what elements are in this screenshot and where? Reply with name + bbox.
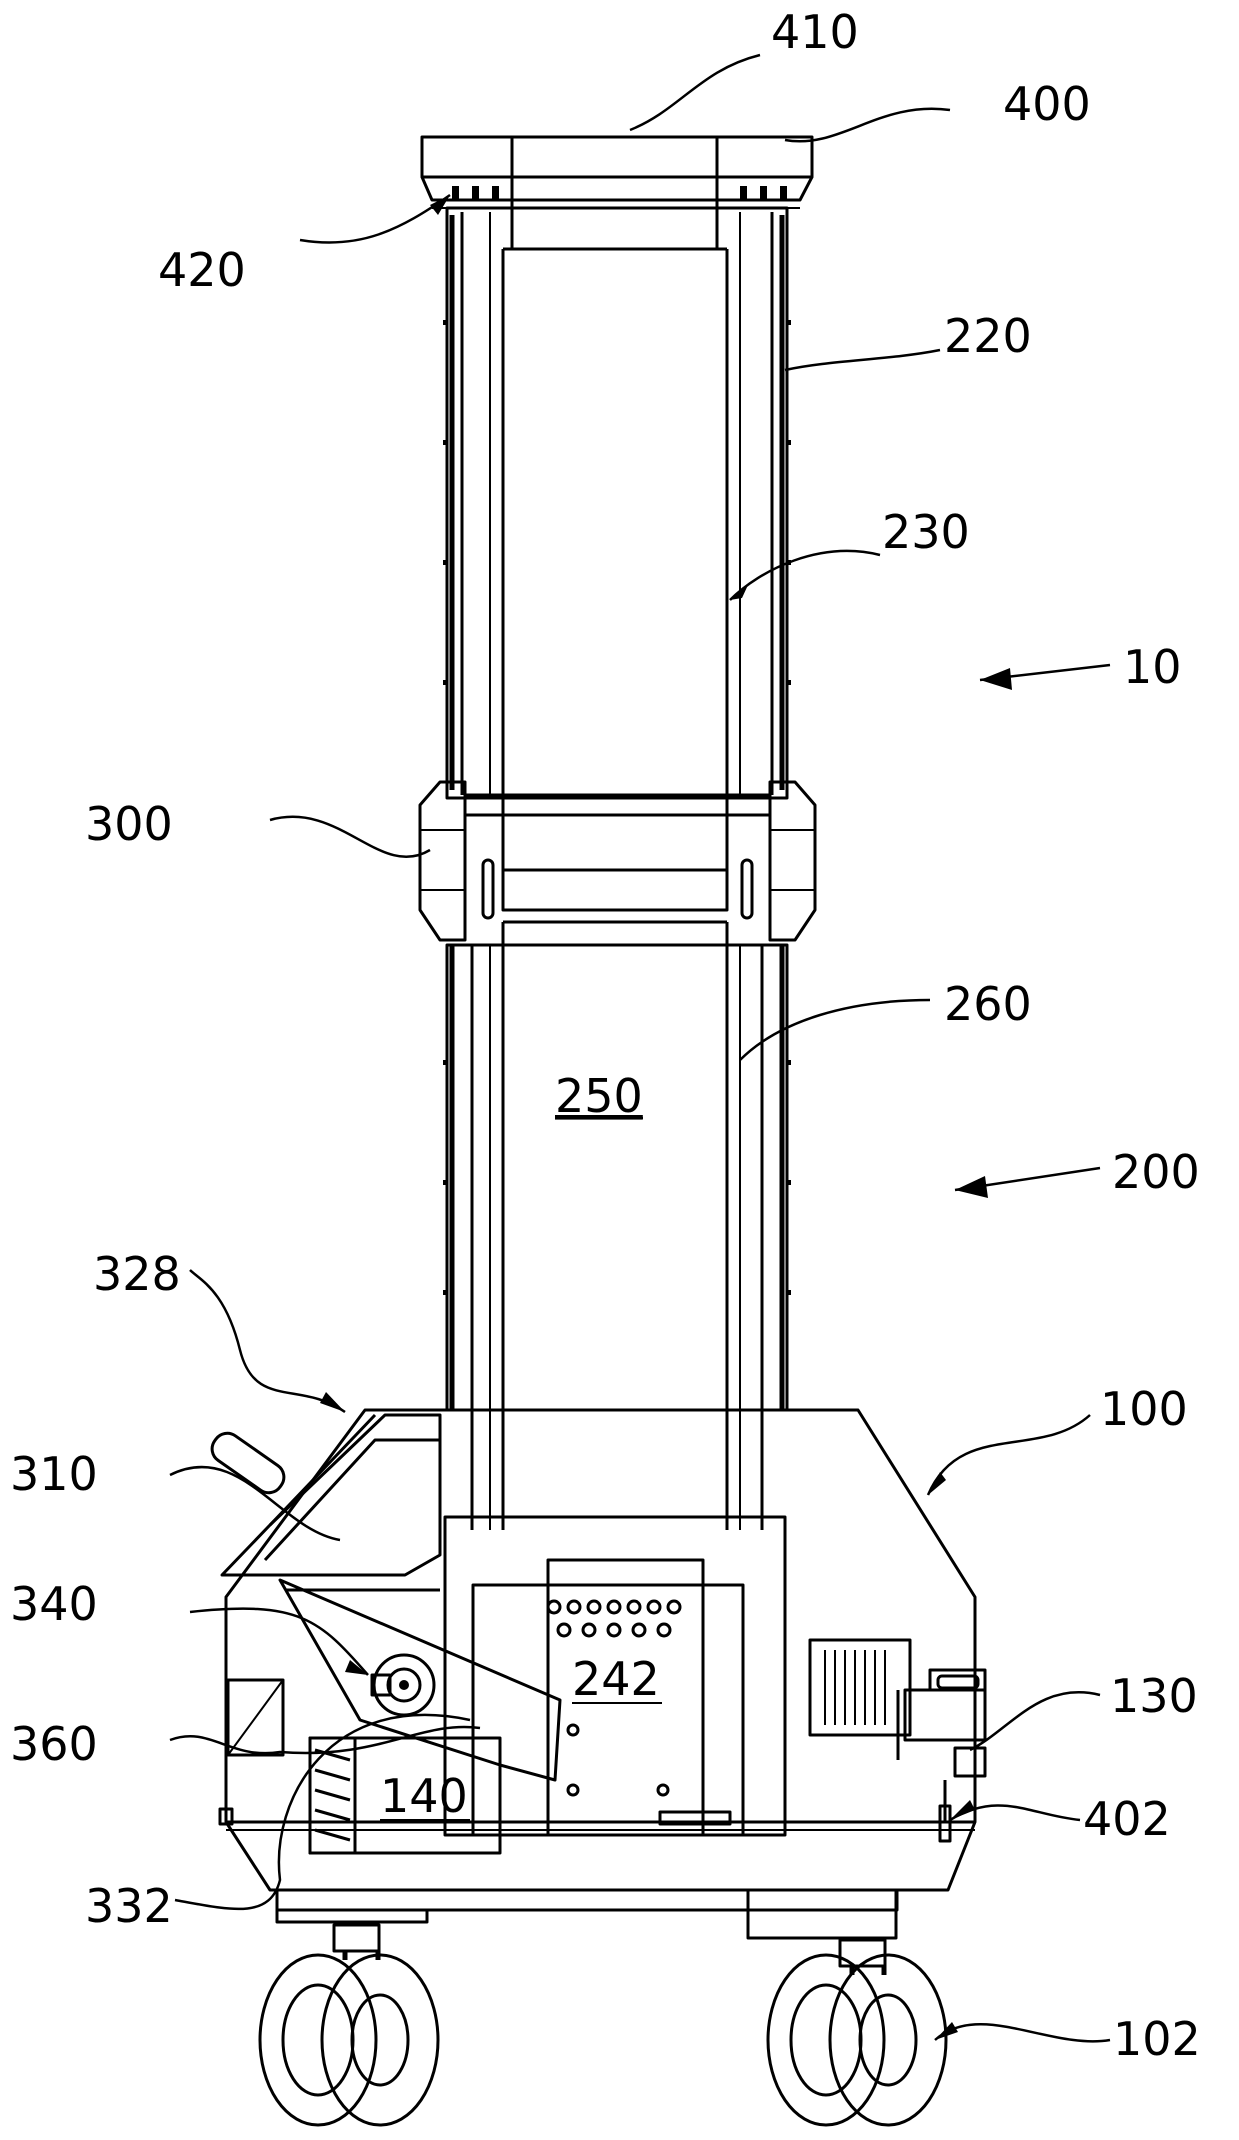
label-220: 220 — [944, 309, 1032, 363]
label-100: 100 — [1100, 1382, 1188, 1436]
label-242: 242 — [572, 1652, 660, 1706]
label-200: 200 — [1112, 1145, 1200, 1199]
label-328: 328 — [93, 1247, 181, 1301]
upper-mast — [443, 208, 791, 880]
label-340: 340 — [10, 1577, 98, 1631]
label-420: 420 — [158, 243, 246, 297]
reference-numerals: 410 400 420 220 230 10 300 260 250 200 3… — [10, 5, 1201, 2066]
top-cap — [422, 137, 812, 249]
label-230: 230 — [882, 505, 970, 559]
label-250: 250 — [555, 1069, 643, 1123]
label-260: 260 — [944, 977, 1032, 1031]
chassis — [277, 1890, 897, 1966]
label-400: 400 — [1003, 77, 1091, 131]
middle-carriage — [420, 782, 815, 940]
right-machinery — [810, 1640, 985, 1841]
label-300: 300 — [85, 797, 173, 851]
label-10: 10 — [1123, 640, 1182, 694]
label-360: 360 — [10, 1717, 98, 1771]
label-140: 140 — [380, 1769, 468, 1823]
label-332: 332 — [85, 1879, 173, 1933]
label-402: 402 — [1083, 1792, 1171, 1846]
label-102: 102 — [1113, 2012, 1201, 2066]
label-410: 410 — [771, 5, 859, 59]
hopper-assembly — [207, 1415, 560, 1780]
left-wheel — [260, 1951, 438, 2125]
lower-mast — [443, 922, 791, 1530]
label-310: 310 — [10, 1447, 98, 1501]
right-wheel — [768, 1955, 946, 2125]
label-130: 130 — [1110, 1669, 1198, 1723]
